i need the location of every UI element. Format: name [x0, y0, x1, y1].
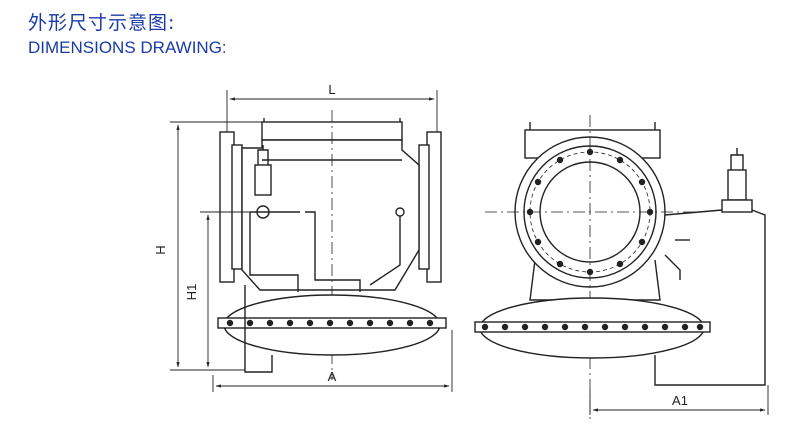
front-view	[217, 110, 447, 380]
dimension-label-H1: H1	[184, 284, 199, 301]
drawing-title-cn: 外形尺寸示意图:	[28, 12, 176, 34]
dimension-label-H: H	[153, 245, 168, 254]
dimension-lines	[170, 90, 769, 415]
dimension-label-L: L	[328, 82, 335, 97]
dimension-label-A: A	[328, 369, 337, 384]
dimension-label-A1: A1	[672, 393, 688, 408]
side-view	[474, 115, 766, 420]
drawing-title-en: DIMENSIONS DRAWING:	[28, 38, 227, 57]
